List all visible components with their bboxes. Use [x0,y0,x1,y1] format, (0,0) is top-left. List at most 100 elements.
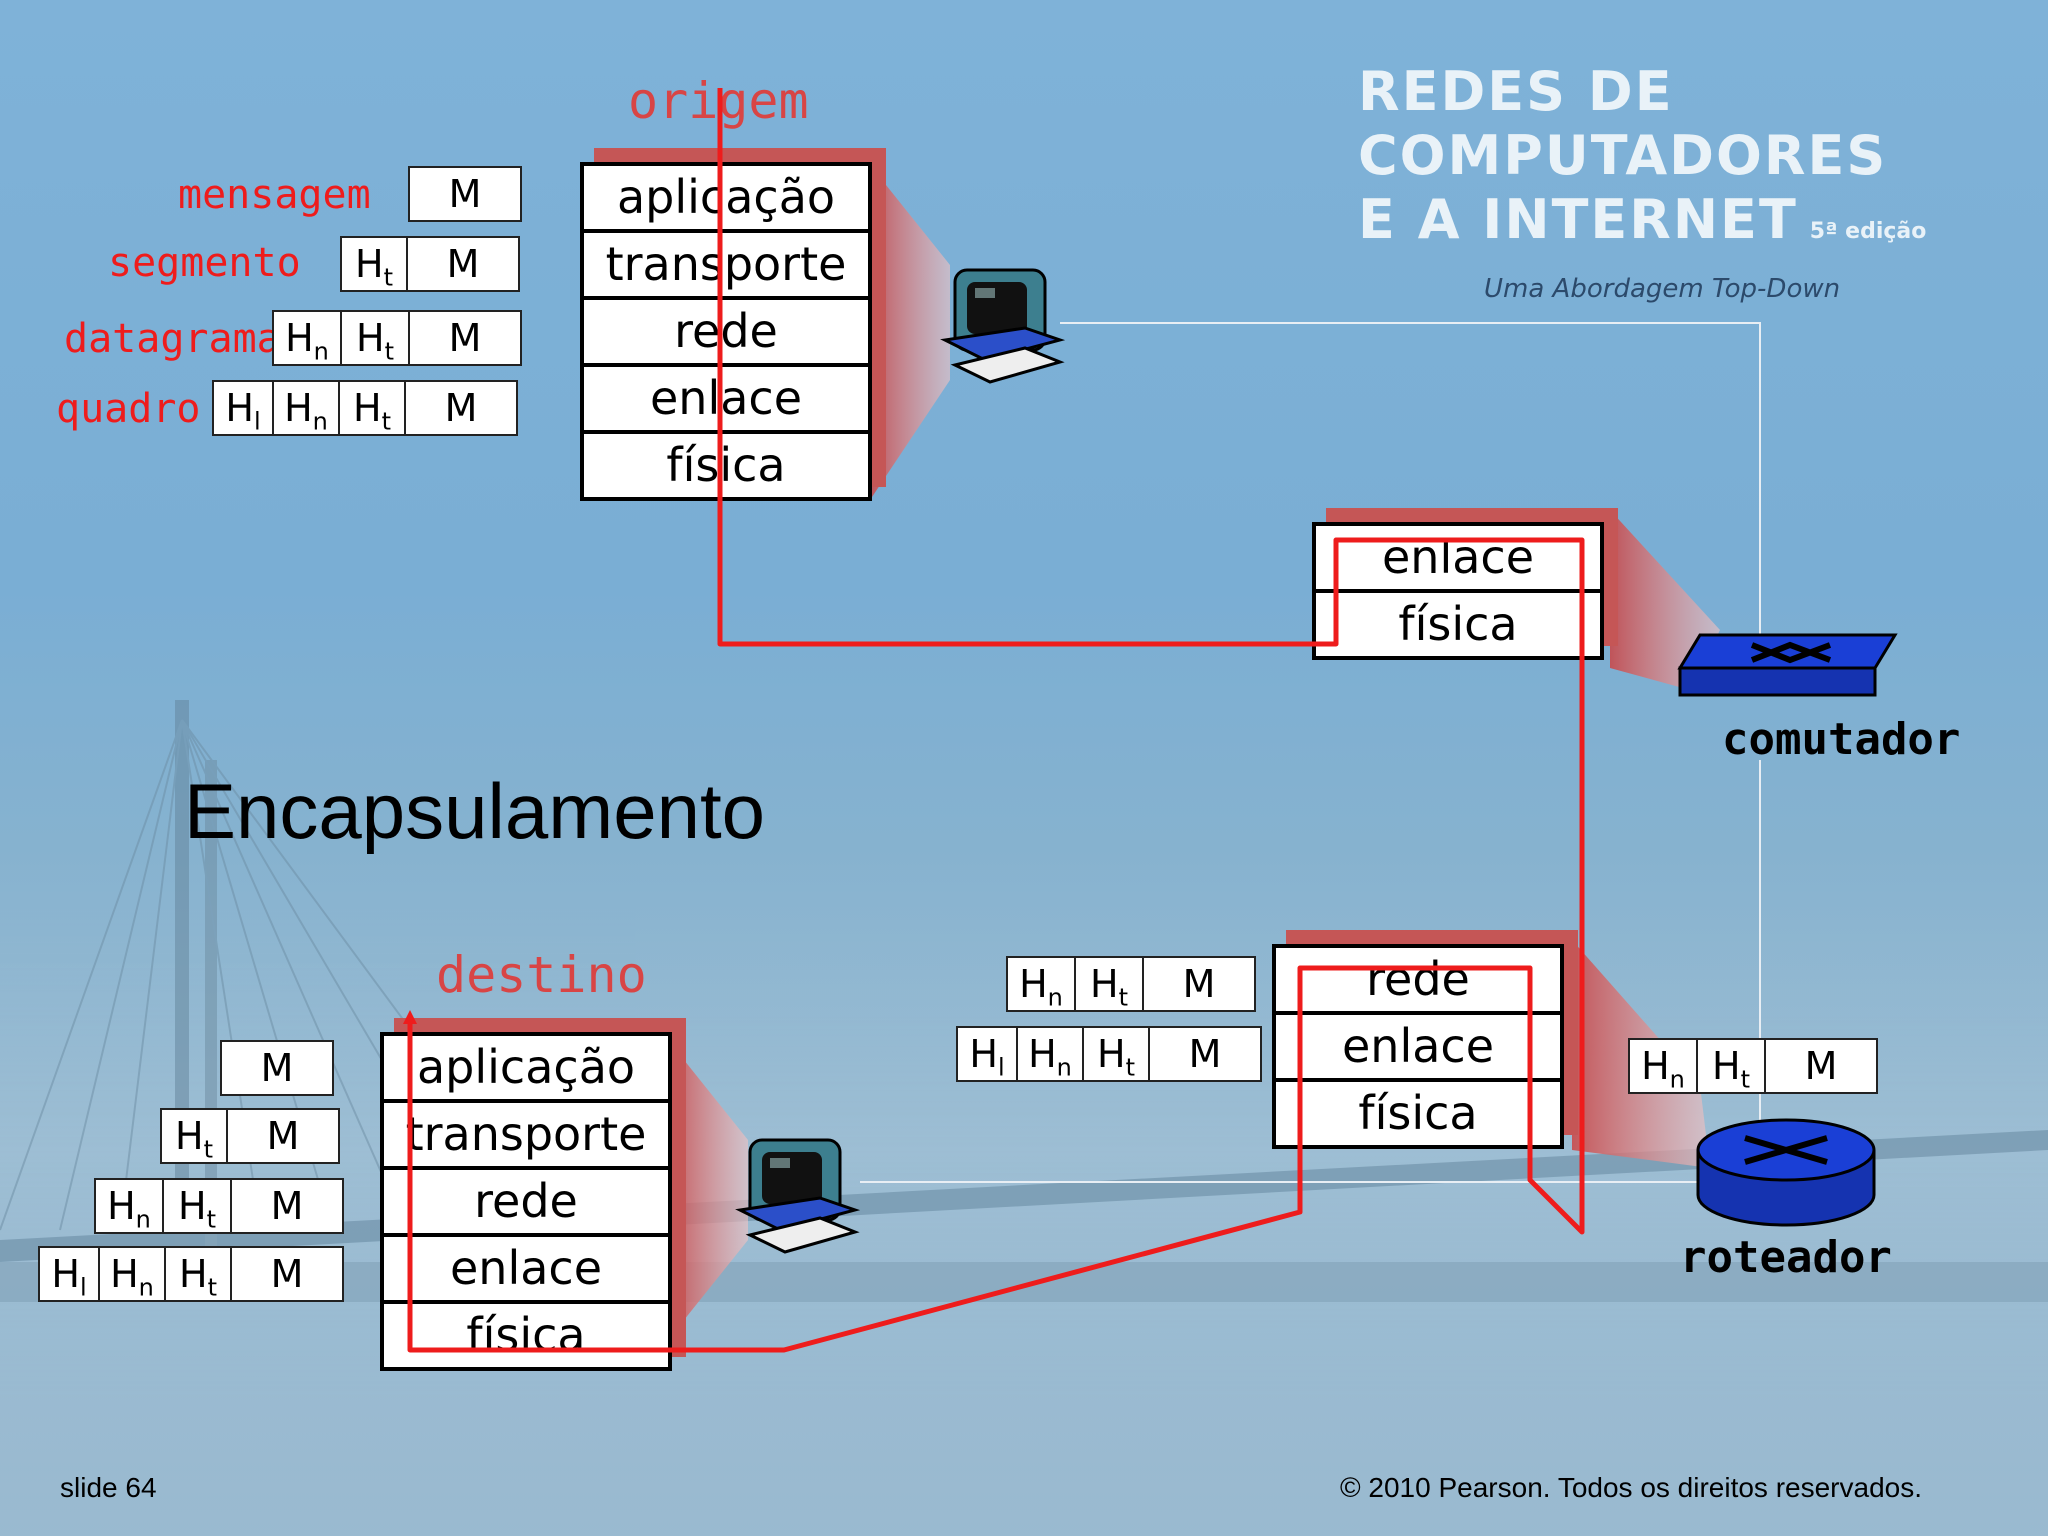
router-out-packet-datagram: Hn Ht M [1628,1038,1878,1094]
pdu-label-frame: quadro [56,386,201,432]
header-sub-t: t [207,1273,217,1302]
header-h: H [107,1184,136,1228]
book-subtitle: Uma Abordagem Top-Down [1484,274,1841,304]
payload-cell: M [1188,1032,1222,1076]
dest-layer-link: enlace [384,1237,668,1304]
slide-title: Encapsulamento [184,767,766,855]
header-h: H [178,1184,207,1228]
header-h: H [225,386,254,430]
header-h: H [1641,1044,1670,1088]
header-h: H [51,1252,80,1296]
source-layer-network: rede [584,300,868,367]
header-sub-n: n [312,407,328,436]
dest-packet-datagram: Hn Ht M [94,1178,344,1234]
book-title-line2: COMPUTADORES [1358,124,1888,187]
book-title-line3-text: E A INTERNET [1358,188,1798,251]
pdu-label-datagram: datagrama [64,316,281,362]
switch-icon [1677,633,1898,697]
header-sub-n: n [1056,1053,1072,1082]
header-h: H [1097,1032,1126,1076]
dest-packet-segment: Ht M [160,1108,340,1164]
payload-cell: M [270,1252,304,1296]
transport-header-cell: Ht [342,238,408,292]
dest-layer-transport: transporte [384,1103,668,1170]
packet-datagram: Hn Ht M [272,310,522,366]
link-header-cell: Hl [958,1028,1018,1082]
header-sub-n: n [1669,1065,1685,1094]
transport-header-cell: Ht [1084,1028,1150,1082]
copyright: © 2010 Pearson. Todos os direitos reserv… [1340,1472,1922,1503]
switch-label: comutador [1722,714,1961,765]
source-layer-transport: transporte [584,233,868,300]
source-layer-link: enlace [584,367,868,434]
network-header-cell: Hn [1630,1040,1698,1094]
source-layer-application: aplicação [584,166,868,233]
header-sub-n: n [135,1205,151,1234]
destination-protocol-stack: aplicação transporte rede enlace física [380,1032,672,1371]
payload-cell: M [266,1114,300,1158]
header-sub-l: l [997,1053,1005,1082]
payload-cell: M [270,1184,304,1228]
router-layer-network: rede [1276,948,1560,1015]
header-h: H [110,1252,139,1296]
header-sub-n: n [1047,983,1063,1012]
source-cone [870,165,950,500]
header-sub-t: t [1740,1065,1750,1094]
header-h: H [179,1252,208,1296]
header-h: H [353,386,382,430]
header-sub-n: n [313,337,329,366]
payload-cell: M [1804,1044,1838,1088]
transport-header-cell: Ht [164,1180,232,1234]
transport-header-cell: Ht [166,1248,232,1302]
link-header-cell: Hl [214,382,274,436]
router-layer-link: enlace [1276,1015,1560,1082]
header-h: H [1090,962,1119,1006]
payload-cell: M [446,242,480,286]
dest-packet-message: M [220,1040,334,1096]
link-header-cell: Hl [40,1248,100,1302]
pdu-label-segment: segmento [108,240,301,286]
header-h: H [284,386,313,430]
source-protocol-stack: aplicação transporte rede enlace física [580,162,872,501]
packet-segment: Ht M [340,236,520,292]
book-edition: 5ª edição [1809,219,1927,244]
slide-number: slide 64 [60,1472,157,1503]
destination-label: destino [436,946,647,1004]
header-h: H [1028,1032,1057,1076]
header-sub-l: l [79,1273,87,1302]
header-h: H [356,316,385,360]
source-label: origem [628,72,809,130]
header-sub-t: t [206,1205,216,1234]
computer-icon [940,268,1066,384]
network-header-cell: Hn [274,382,340,436]
dest-layer-network: rede [384,1170,668,1237]
book-title-line1: REDES DE [1358,60,1674,123]
transport-header-cell: Ht [342,312,410,366]
payload-cell: M [1182,962,1216,1006]
header-h: H [1019,962,1048,1006]
payload-cell: M [260,1046,294,1090]
switch-protocol-stack: enlace física [1312,522,1604,660]
switch-layer-physical: física [1398,597,1518,651]
router-packet-datagram: Hn Ht M [1006,956,1256,1012]
router-packet-frame: Hl Hn Ht M [956,1026,1262,1082]
dest-packet-frame: Hl Hn Ht M [38,1246,344,1302]
header-h: H [969,1032,998,1076]
header-h: H [175,1114,204,1158]
book-title: REDES DE COMPUTADORES E A INTERNET 5ª edi… [1358,60,1998,304]
router-protocol-stack: rede enlace física [1272,944,1564,1149]
payload-cell: M [448,316,482,360]
source-layer-physical: física [666,438,786,492]
header-sub-l: l [253,407,261,436]
network-header-cell: Hn [274,312,342,366]
payload-cell: M [444,386,478,430]
pdu-label-message: mensagem [178,172,371,218]
header-sub-t: t [203,1135,213,1164]
header-h: H [1712,1044,1741,1088]
router-layer-physical: física [1358,1086,1478,1140]
transport-header-cell: Ht [162,1110,228,1164]
network-header-cell: Hn [1008,958,1076,1012]
packet-frame: Hl Hn Ht M [212,380,518,436]
computer-icon [735,1138,861,1254]
header-sub-t: t [384,337,394,366]
